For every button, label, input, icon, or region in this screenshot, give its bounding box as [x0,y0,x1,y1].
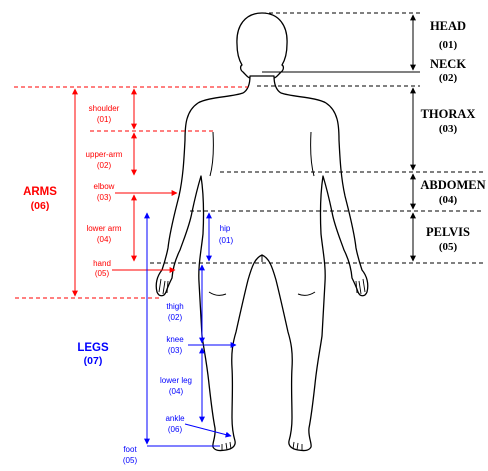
label-lower-leg: lower leg [160,376,192,385]
label-elbow-code: (03) [97,193,112,202]
label-shoulder-code: (01) [97,115,112,124]
label-knee: knee [166,335,184,344]
label-pelvis-code: (05) [439,241,458,253]
label-pelvis: PELVIS [426,225,470,239]
label-hand-code: (05) [95,269,110,278]
label-upper-arm: upper-arm [86,150,123,159]
label-head: HEAD [430,19,466,33]
label-elbow: elbow [94,182,115,191]
label-shoulder: shoulder [89,104,120,113]
label-abdomen: ABDOMEN [420,178,485,192]
label-arms: ARMS [23,186,57,198]
label-foot-code: (05) [123,456,138,465]
label-lower-leg-code: (04) [169,387,184,396]
label-arms-code: (06) [31,200,50,212]
arms-labels: ARMS (06) shoulder (01) upper-arm (02) e… [23,104,123,278]
label-abdomen-code: (04) [439,194,458,206]
label-lower-arm: lower arm [86,224,121,233]
figure-head [237,13,287,78]
label-hand: hand [93,259,111,268]
label-thorax: THORAX [421,107,476,121]
label-legs: LEGS [77,342,109,354]
label-hip: hip [220,224,231,233]
label-neck: NECK [430,57,466,71]
label-thigh: thigh [166,302,183,311]
label-ankle: ankle [165,414,185,423]
label-neck-code: (02) [439,72,458,84]
label-legs-code: (07) [84,355,103,367]
label-thigh-code: (02) [168,313,183,322]
label-head-code: (01) [439,39,458,51]
label-thorax-code: (03) [439,123,458,135]
label-ankle-code: (06) [168,425,183,434]
trunk-labels: HEAD (01) NECK (02) THORAX (03) ABDOMEN … [420,19,485,253]
label-upper-arm-code: (02) [97,161,112,170]
label-lower-arm-code: (04) [97,235,112,244]
label-knee-code: (03) [168,346,183,355]
label-hip-code: (01) [219,236,234,245]
figure-fingers [159,279,365,294]
label-foot: foot [123,445,137,454]
